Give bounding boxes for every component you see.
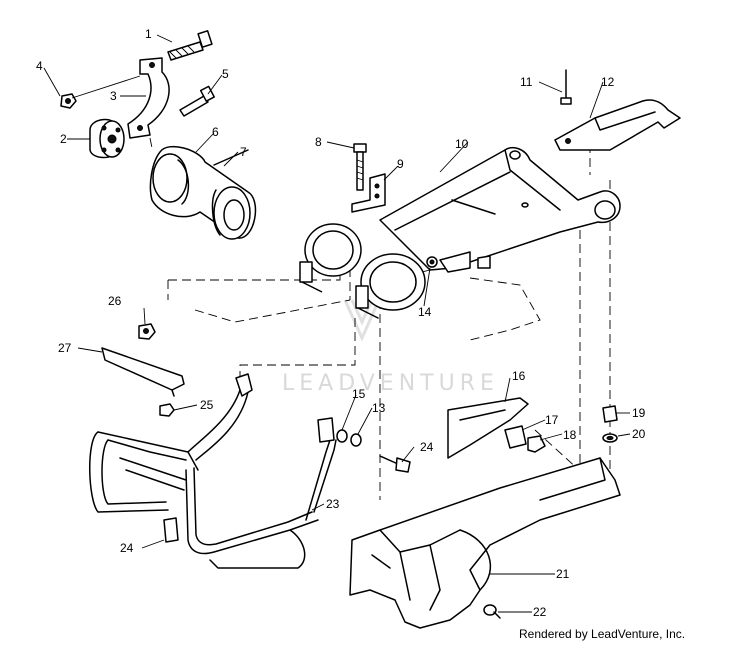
callout-15: 15	[352, 387, 366, 401]
bushing-17	[504, 425, 527, 449]
watermark: LEADVENTURE	[282, 299, 499, 396]
nut-14	[426, 256, 438, 268]
swing-arm-10	[379, 147, 621, 273]
bolt-8	[353, 143, 367, 191]
clamp-bracket-3	[127, 57, 170, 139]
bracket-9	[351, 173, 386, 213]
washer-20	[602, 433, 618, 443]
callout-9: 9	[397, 157, 404, 171]
callout-6: 6	[212, 125, 219, 139]
callout-13: 13	[372, 401, 386, 415]
bolt-1	[167, 30, 213, 61]
callout-10: 10	[455, 137, 469, 151]
clamp-ring-upper	[299, 223, 362, 293]
callout-23: 23	[326, 497, 340, 511]
callout-4: 4	[36, 59, 43, 73]
leader-lines	[43, 34, 631, 613]
callout-17: 17	[545, 413, 559, 427]
callout-20: 20	[632, 427, 646, 441]
callout-1: 1	[145, 27, 152, 41]
bumper-23	[89, 373, 337, 569]
washer-15	[336, 429, 348, 443]
damper-2	[89, 118, 125, 159]
callout-19: 19	[632, 406, 646, 420]
footer-credit: Rendered by LeadVenture, Inc.	[519, 627, 685, 641]
muffler-tube-6	[149, 145, 257, 240]
callout-22: 22	[533, 605, 547, 619]
callout-12: 12	[601, 75, 615, 89]
nut-4	[60, 93, 77, 109]
nut-26	[138, 323, 156, 340]
chain-guard-21	[349, 457, 621, 629]
callout-18: 18	[563, 428, 577, 442]
callout-27: 27	[58, 341, 72, 355]
callout-3: 3	[110, 89, 117, 103]
callout-labels: 1 2 3 4 5 6 7 8 9 10 11 12 13 14 15 16 1…	[36, 27, 646, 619]
callout-21: 21	[556, 567, 570, 581]
callout-26: 26	[108, 294, 122, 308]
bolt-11	[560, 69, 572, 105]
lever-plate-12	[554, 99, 681, 151]
alignment-lines	[149, 130, 611, 500]
bracket-16	[447, 397, 529, 459]
pin-7	[213, 149, 249, 166]
callout-8: 8	[315, 135, 322, 149]
bolt-19	[602, 405, 618, 423]
bolt-5	[179, 85, 215, 117]
clamp-ring-lower	[355, 253, 426, 319]
callout-14: 14	[418, 305, 432, 319]
nut-25	[159, 403, 175, 417]
plate-27	[101, 347, 185, 397]
callout-16: 16	[512, 369, 526, 383]
watermark-text: LEADVENTURE	[282, 371, 499, 396]
callout-25: 25	[200, 398, 214, 412]
callout-24-left: 24	[120, 541, 134, 555]
washer-13	[350, 433, 362, 447]
callout-11: 11	[520, 75, 533, 89]
callout-24-right: 24	[420, 440, 434, 454]
bolt-18	[527, 435, 546, 453]
callout-2: 2	[60, 132, 67, 146]
rivet-22	[483, 604, 501, 619]
callout-5: 5	[222, 67, 229, 81]
bolt-24-right	[379, 455, 411, 473]
callout-7: 7	[240, 145, 247, 159]
